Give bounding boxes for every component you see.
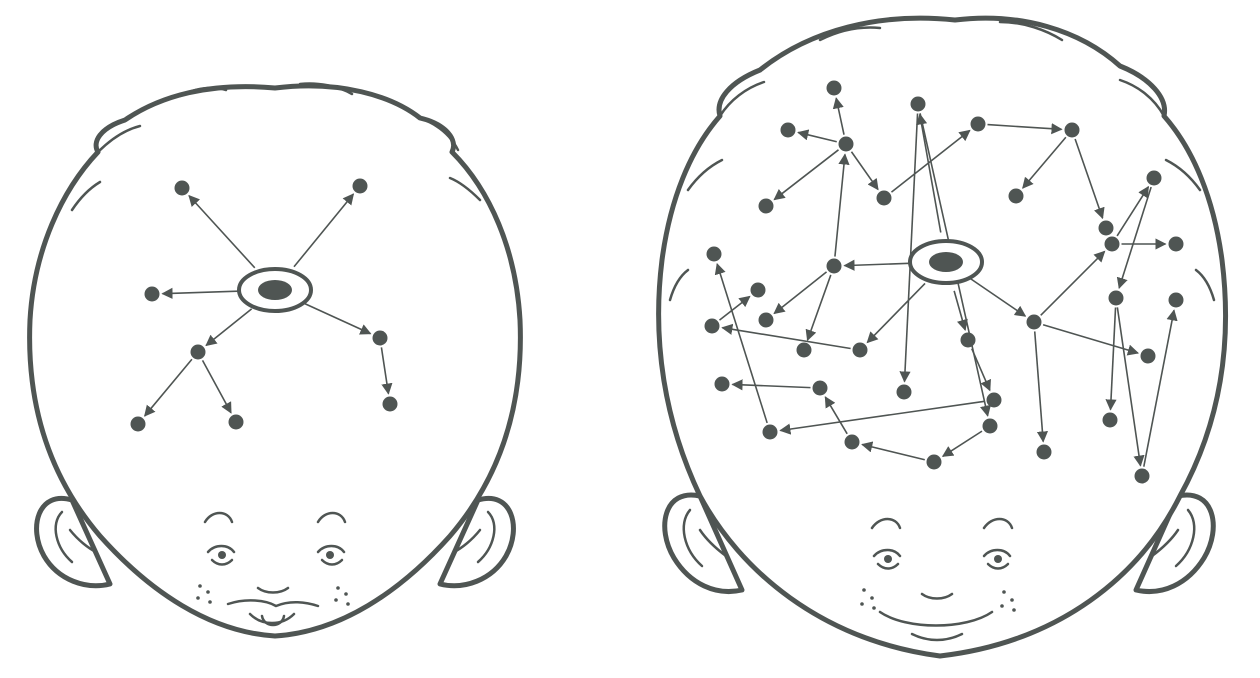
neuron-node-a2 (911, 97, 926, 112)
neuron-node-n3 (145, 287, 160, 302)
neuron-node-a21 (813, 381, 828, 396)
neuron-node-a1 (827, 259, 842, 274)
neuron-node-a23 (1037, 445, 1052, 460)
neuron-node-a8 (797, 343, 812, 358)
neuron-node-a26 (1169, 237, 1184, 252)
neuron-node-a15 (1009, 189, 1024, 204)
neuron-node-a20 (845, 435, 860, 450)
central-neuron-core (258, 280, 292, 300)
head-outline (659, 18, 1226, 656)
neuron-node-a34 (707, 247, 722, 262)
neuron-node-a35 (705, 319, 720, 334)
neuron-node-a4 (961, 333, 976, 348)
neuron-node-a9 (827, 81, 842, 96)
neuron-node-a12 (877, 191, 892, 206)
right-pupil (994, 555, 1002, 563)
neuron-node-a29 (1103, 413, 1118, 428)
neuron-node-n2 (353, 179, 368, 194)
neuron-node-a24 (1141, 349, 1156, 364)
neuron-node-a3 (1027, 315, 1042, 330)
neuron-node-n7 (229, 415, 244, 430)
neuron-node-a6 (839, 137, 854, 152)
neuron-node-a7 (759, 313, 774, 328)
neuron-node-a25 (1105, 237, 1120, 252)
neuron-node-a30 (1135, 469, 1150, 484)
neuron-node-a36 (751, 283, 766, 298)
neuron-node-a16 (1099, 221, 1114, 236)
head-outline (30, 86, 521, 636)
neuron-node-a22 (715, 377, 730, 392)
left-pupil (884, 555, 892, 563)
neuron-node-a14 (1065, 123, 1080, 138)
head-dense (659, 18, 1226, 656)
neuron-node-n1 (175, 181, 190, 196)
neuron-node-a33 (763, 425, 778, 440)
neuron-node-a11 (759, 199, 774, 214)
neuron-node-a17 (897, 385, 912, 400)
central-neuron-core (929, 252, 963, 272)
neuron-node-n6 (373, 331, 388, 346)
head-sparse (30, 83, 521, 636)
neuron-node-a31 (1169, 293, 1184, 308)
neuron-node-n8 (383, 397, 398, 412)
neuron-node-n5 (131, 417, 146, 432)
neuron-node-a18 (983, 419, 998, 434)
neuron-node-n4 (191, 345, 206, 360)
neuron-node-a27 (1147, 171, 1162, 186)
neuron-node-a19 (927, 455, 942, 470)
neuron-node-a28 (1109, 291, 1124, 306)
neuron-node-a10 (781, 123, 796, 138)
neuron-node-a13 (971, 117, 986, 132)
neuron-node-a32 (987, 393, 1002, 408)
right-pupil (326, 551, 334, 559)
left-pupil (218, 551, 226, 559)
neuron-node-a5 (853, 343, 868, 358)
